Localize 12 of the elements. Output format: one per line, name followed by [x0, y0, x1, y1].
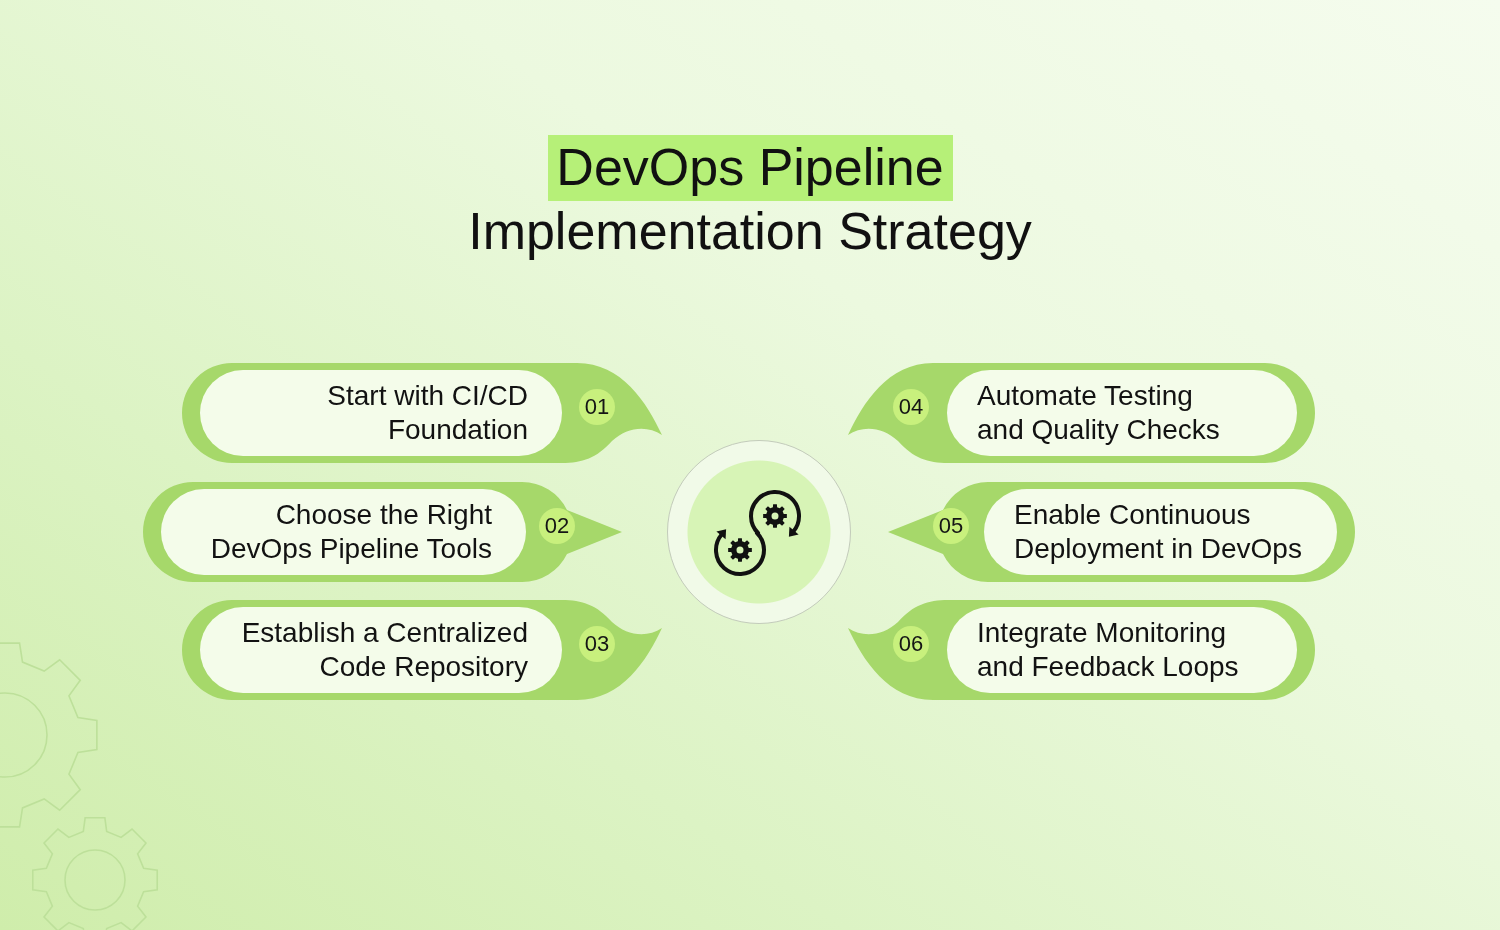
speech-bubble-card: [182, 363, 662, 463]
speech-bubble-card: [848, 363, 1315, 463]
speech-bubble-card: [848, 600, 1315, 700]
step-title: Start with CI/CD Foundation: [326, 379, 528, 447]
step-title: Choose the Right DevOps Pipeline Tools: [209, 498, 492, 566]
speech-bubble-card: [182, 600, 662, 700]
speech-bubble-card: [143, 482, 622, 582]
step-title: Integrate Monitoring and Feedback Loops: [977, 616, 1240, 684]
step-title: Establish a Centralized Code Repository: [240, 616, 528, 684]
step-title: Automate Testing and Quality Checks: [977, 379, 1221, 447]
speech-bubble-card: [888, 482, 1355, 582]
step-title: Enable Continuous Deployment in DevOps: [1014, 498, 1303, 566]
